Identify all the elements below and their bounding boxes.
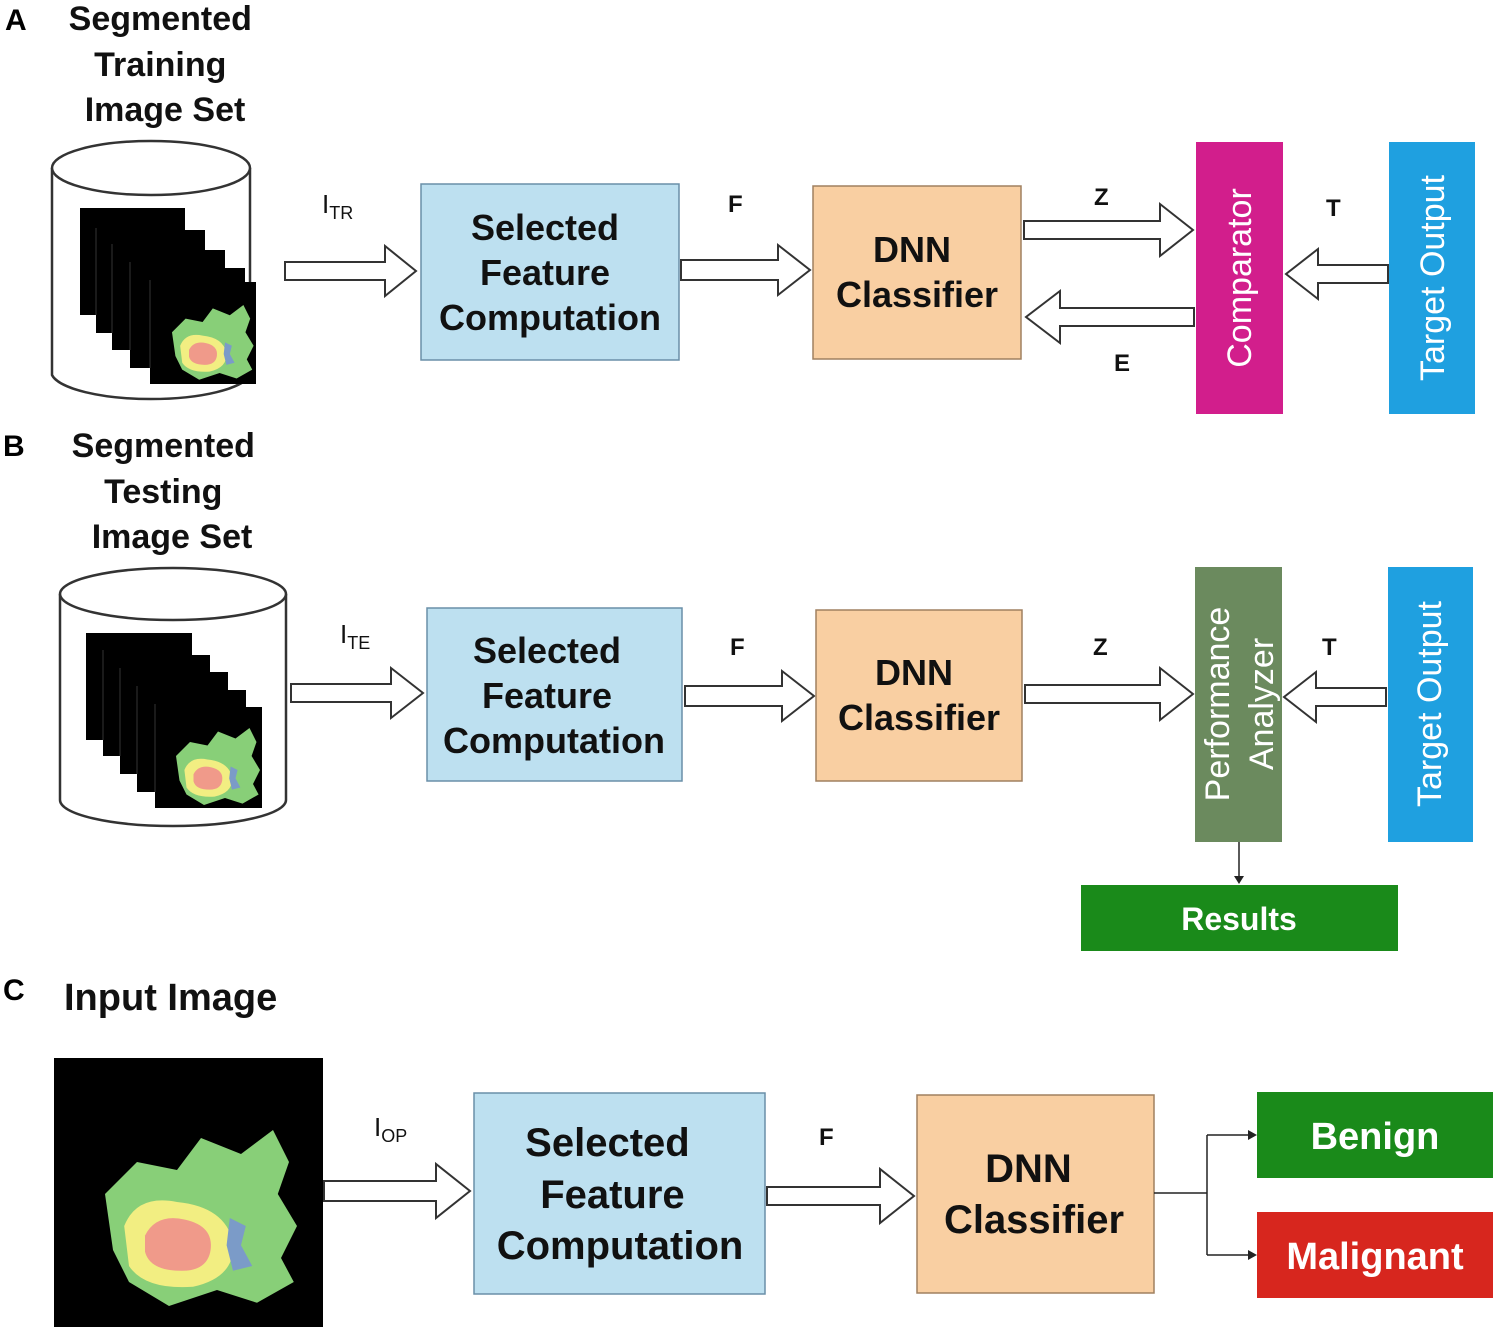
input-label-iop: IOP xyxy=(374,1112,407,1146)
arrowhead xyxy=(1234,876,1244,884)
arrow-comparator-to-classifier xyxy=(1024,288,1195,346)
feature-computation-label: Selected Feature Computation xyxy=(497,1121,744,1268)
testing-dataset-cylinder xyxy=(58,566,288,828)
z-label: Z xyxy=(1094,184,1109,211)
t-label: T xyxy=(1322,634,1337,661)
f-label: F xyxy=(730,634,745,661)
panel-b: B Segmented Testing Image Set ITE Select… xyxy=(3,427,1473,951)
feature-computation-box xyxy=(473,1092,766,1295)
target-output-label: Target Output xyxy=(1411,600,1449,807)
panel-c-letter: C xyxy=(3,974,25,1007)
arrow-input-to-feature xyxy=(290,665,425,721)
arrow-feature-to-classifier xyxy=(766,1166,916,1226)
benign-box xyxy=(1257,1092,1493,1178)
arrow-target-to-comparator xyxy=(1284,246,1389,302)
dnn-classifier-label: DNN Classifier xyxy=(836,229,998,315)
target-output-box xyxy=(1388,567,1473,842)
feature-computation-label: Selected Feature Computation xyxy=(439,207,661,338)
analyzer-label: Analyzer xyxy=(1243,638,1281,770)
performance-label: Performance xyxy=(1199,607,1237,802)
e-label: E xyxy=(1114,350,1130,377)
f-label: F xyxy=(728,191,743,218)
arrow-classifier-to-analyzer xyxy=(1024,665,1195,723)
arrow-target-to-analyzer xyxy=(1282,669,1387,725)
target-output-box xyxy=(1389,142,1475,414)
arrow-input-to-feature xyxy=(284,243,418,299)
input-label-itr: ITR xyxy=(322,189,353,223)
dnn-classifier-box xyxy=(812,185,1022,360)
target-output-label: Target Output xyxy=(1414,174,1452,381)
arrow-classifier-to-comparator xyxy=(1023,201,1195,259)
results-label: Results xyxy=(1181,901,1297,937)
training-dataset-cylinder xyxy=(50,139,256,401)
arrow-input-to-feature xyxy=(323,1161,472,1221)
panel-c: C Input Image IOP Selected Feature Compu… xyxy=(3,974,1493,1327)
f-label: F xyxy=(819,1124,834,1151)
z-label: Z xyxy=(1093,634,1108,661)
feature-computation-box xyxy=(420,183,680,361)
dnn-classifier-label: DNN Classifier xyxy=(838,652,1000,738)
dnn-classifier-box xyxy=(916,1094,1155,1294)
panel-a-dataset-title: Segmented Training Image Set xyxy=(69,0,262,129)
comparator-box xyxy=(1196,142,1283,414)
malignant-label: Malignant xyxy=(1286,1236,1464,1278)
comparator-label: Comparator xyxy=(1221,188,1259,368)
performance-analyzer-box xyxy=(1195,567,1282,842)
panel-a-letter: A xyxy=(5,4,27,37)
results-box xyxy=(1081,885,1398,951)
benign-label: Benign xyxy=(1311,1116,1440,1158)
malignant-box xyxy=(1257,1212,1493,1298)
input-image-title: Input Image xyxy=(64,977,277,1019)
arrow-feature-to-classifier xyxy=(684,668,816,724)
input-label-ite: ITE xyxy=(340,619,370,653)
classifier-output-branch xyxy=(1154,1130,1257,1260)
dnn-classifier-label: DNN Classifier xyxy=(944,1147,1124,1242)
panel-b-dataset-title: Segmented Testing Image Set xyxy=(72,427,265,556)
t-label: T xyxy=(1326,195,1341,222)
feature-computation-box xyxy=(426,607,683,782)
dnn-classifier-box xyxy=(815,609,1023,782)
image-stack xyxy=(86,633,262,808)
arrow-feature-to-classifier xyxy=(680,242,812,298)
panel-b-letter: B xyxy=(3,430,25,463)
image-stack xyxy=(80,208,256,384)
panel-a: A Segmented Training Image Set ITR Se xyxy=(5,0,1475,414)
feature-computation-label: Selected Feature Computation xyxy=(443,630,665,761)
